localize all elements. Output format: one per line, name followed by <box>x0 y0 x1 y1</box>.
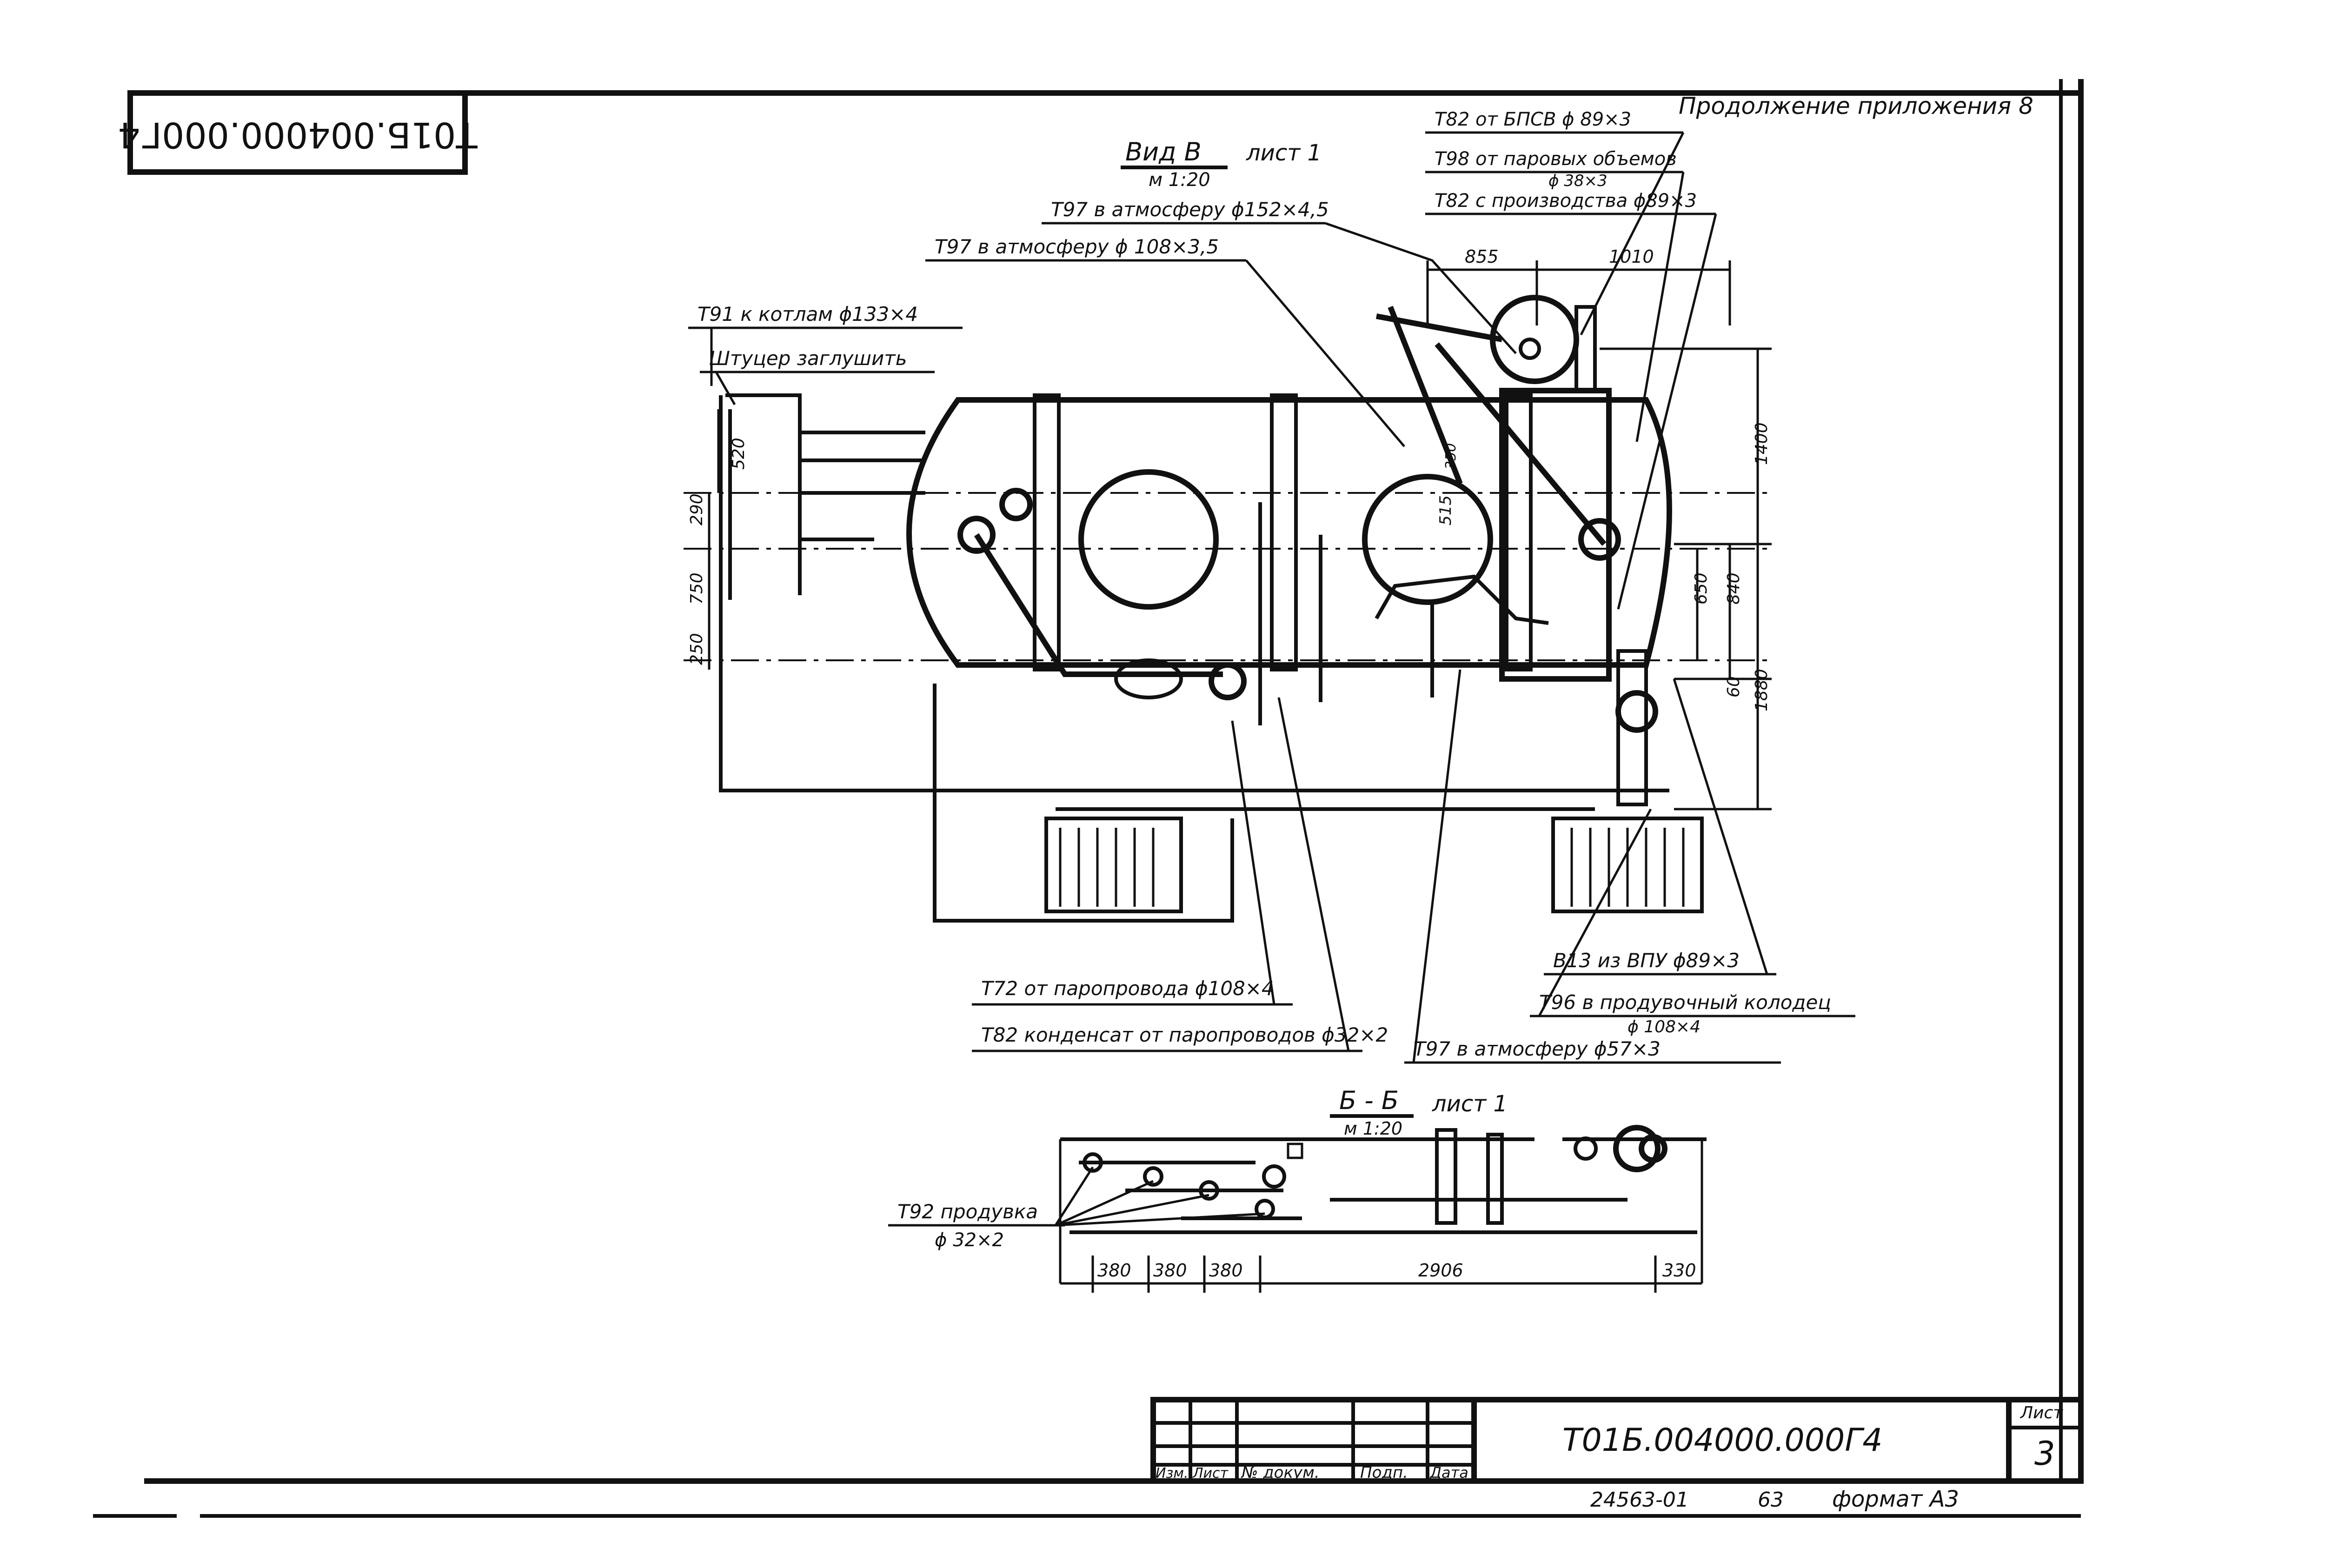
dims-right: 1400 650 840 60 1880 <box>1600 347 1772 811</box>
dim-250: 250 <box>687 633 706 665</box>
section-dim-380-a: 380 <box>1097 1260 1131 1281</box>
callouts-bottom: Т72 от паропровода ϕ108×4 Т82 конденсат … <box>972 669 1855 1064</box>
section-callout-line2: ϕ 32×2 <box>935 1229 1004 1251</box>
dims-left: 520 290 750 250 <box>687 409 748 670</box>
piping <box>719 306 1669 923</box>
dim-650: 650 <box>1692 572 1711 605</box>
view-b-title-text: Вид В <box>1125 137 1202 166</box>
section-title: Б - Б лист 1 м 1:20 <box>1330 1086 1508 1139</box>
title-block: Изм. Лист № докум. Подп. Дата Т01Б.00400… <box>1150 1397 2084 1512</box>
section-callout-line1: Т92 продувка <box>897 1200 1038 1223</box>
dim-515: 515 <box>1436 495 1455 525</box>
sheet-heading: Продолжение приложения 8 <box>1679 93 2033 120</box>
section-sheet: лист 1 <box>1432 1091 1508 1117</box>
section-dim-380-c: 380 <box>1209 1260 1243 1281</box>
tb-footer-number: 24563-01 <box>1590 1488 1689 1512</box>
callout-t82-bpsv: Т82 от БПСВ ϕ 89×3 <box>1435 109 1631 130</box>
tb-col-podp: Подп. <box>1360 1463 1408 1482</box>
view-b-scale: м 1:20 <box>1149 169 1210 191</box>
callout-t82-proizv: Т82 с производства ϕ89×3 <box>1435 190 1697 212</box>
dim-750: 750 <box>687 572 706 605</box>
callout-t96-dia: ϕ 108×4 <box>1628 1017 1701 1036</box>
dim-520: 520 <box>729 438 748 470</box>
dim-855: 855 <box>1465 246 1499 267</box>
view-b-sheet: лист 1 <box>1246 140 1322 166</box>
dim-290: 290 <box>687 493 706 525</box>
view-b-title: Вид В лист 1 м 1:20 <box>1121 137 1322 191</box>
dims-top: 855 1010 <box>1426 246 1731 326</box>
section-dim-330: 330 <box>1662 1260 1696 1281</box>
section-title-text: Б - Б <box>1339 1086 1399 1115</box>
tb-sheet-number: 3 <box>2034 1435 2055 1473</box>
main-vessel <box>684 393 1767 671</box>
tb-col-docnum: № докум. <box>1241 1463 1320 1482</box>
dim-1880: 1880 <box>1752 669 1771 711</box>
dim-60: 60 <box>1724 676 1743 698</box>
callout-t98-dia: ϕ 38×3 <box>1548 172 1608 190</box>
callouts-top: Т82 от БПСВ ϕ 89×3 Т98 от паровых объемо… <box>688 109 1717 610</box>
deaerator-column <box>1490 295 1612 682</box>
tb-col-izm: Изм. <box>1156 1465 1189 1482</box>
tb-sheet-label: Лист <box>2019 1403 2063 1422</box>
section-scale: м 1:20 <box>1344 1118 1402 1139</box>
supports <box>1044 817 1704 913</box>
callout-t97-108: Т97 в атмосферу ϕ 108×3,5 <box>935 235 1219 258</box>
callout-t98: Т98 от паровых объемов <box>1435 148 1677 170</box>
dims-inner: 515 350 <box>1436 443 1459 525</box>
tb-col-data: Дата <box>1429 1464 1468 1482</box>
callout-v13: В13 из ВПУ ϕ89×3 <box>1553 949 1740 972</box>
section-dim-380-b: 380 <box>1153 1260 1187 1281</box>
section-dim-2906: 2906 <box>1418 1260 1463 1281</box>
dim-350: 350 <box>1443 443 1459 470</box>
callout-t72: Т72 от паропровода ϕ108×4 <box>981 977 1274 1000</box>
callout-t91: Т91 к котлам ϕ133×4 <box>698 303 918 326</box>
sheet-frame <box>93 79 2084 1518</box>
dim-1010: 1010 <box>1609 246 1654 267</box>
top-code-stamp: Т01Б.004000.000Г4 <box>118 90 478 175</box>
section-dims: 380 380 380 2906 330 <box>1060 1256 1702 1293</box>
dim-1400: 1400 <box>1752 422 1771 465</box>
tb-format: формат А3 <box>1832 1486 1959 1512</box>
top-code-text: Т01Б.004000.000Г4 <box>118 114 478 156</box>
callout-t82-kond: Т82 конденсат от паропроводов ϕ32×2 <box>981 1023 1388 1046</box>
section-callout: Т92 продувка ϕ 32×2 <box>888 1166 1265 1251</box>
tb-drawing-code: Т01Б.004000.000Г4 <box>1562 1422 1882 1459</box>
tb-footer-page: 63 <box>1758 1488 1784 1512</box>
dim-840: 840 <box>1724 572 1743 605</box>
callout-t97-152: Т97 в атмосферу ϕ152×4,5 <box>1051 198 1329 221</box>
tb-col-list: Лист <box>1192 1465 1229 1482</box>
callout-t97-57: Т97 в атмосферу ϕ57×3 <box>1414 1037 1661 1060</box>
callout-t96: Т96 в продувочный колодец <box>1539 991 1831 1014</box>
callout-shtutser: Штуцер заглушить <box>709 347 907 370</box>
